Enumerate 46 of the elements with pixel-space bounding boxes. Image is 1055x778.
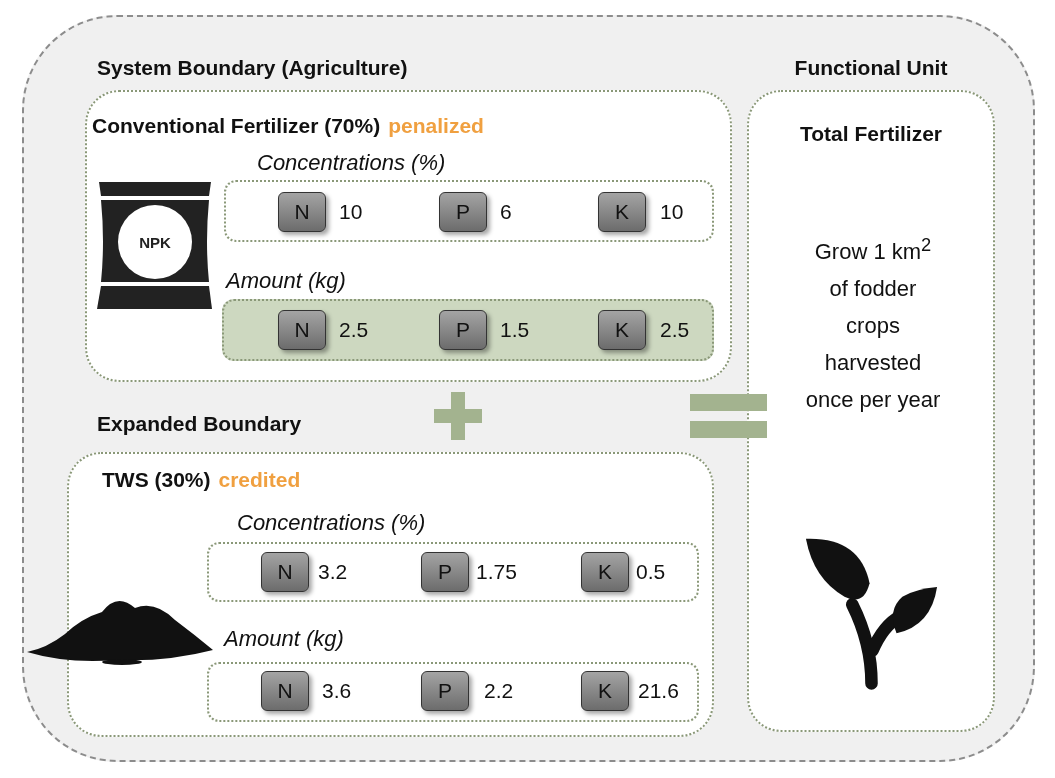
row-heading: Concentrations (%): [257, 150, 446, 176]
panel-title: Conventional Fertilizer (70%): [92, 114, 381, 138]
row-heading: Amount (kg): [226, 268, 346, 294]
functional-unit-panel: [747, 90, 995, 732]
nutrient-row: [224, 180, 714, 242]
row-heading: Concentrations (%): [237, 510, 426, 536]
nutrient-key: K: [598, 192, 646, 232]
nutrient-value: 0.5: [636, 560, 666, 584]
system-boundary-box: [22, 15, 1035, 762]
nutrient-key: N: [261, 552, 309, 592]
nutrient-value: 10: [339, 200, 363, 224]
nutrient-value: 3.6: [322, 679, 352, 703]
nutrient-row: [207, 542, 699, 602]
row-heading: Amount (kg): [224, 626, 344, 652]
nutrient-value: 2.5: [660, 318, 690, 342]
fertilizer-panel: [85, 90, 732, 382]
nutrient-value: 2.2: [484, 679, 514, 703]
nutrient-key: N: [261, 671, 309, 711]
boundary-heading: Expanded Boundary: [97, 412, 302, 436]
nutrient-key: K: [598, 310, 646, 350]
nutrient-key: K: [581, 671, 629, 711]
status-tag: penalized: [388, 114, 484, 138]
status-tag: credited: [218, 468, 301, 492]
panel-title: TWS (30%): [102, 468, 211, 492]
nutrient-key: K: [581, 552, 629, 592]
nutrient-row: [207, 662, 699, 722]
panel-title: Total Fertilizer: [800, 122, 942, 146]
nutrient-value: 6: [500, 200, 512, 224]
nutrient-value: 3.2: [318, 560, 348, 584]
nutrient-value: 1.75: [476, 560, 517, 584]
nutrient-value: 1.5: [500, 318, 530, 342]
boundary-heading: System Boundary (Agriculture): [97, 56, 408, 80]
nutrient-key: P: [439, 192, 487, 232]
boundary-heading: Functional Unit: [794, 56, 948, 80]
nutrient-key: P: [421, 671, 469, 711]
unit-description: Grow 1 km$^{2}$ of fodder crops harvested once per year: [804, 233, 942, 415]
nutrient-key: N: [278, 192, 326, 232]
nutrient-value: 10: [660, 200, 684, 224]
bag-label: NPK: [139, 233, 171, 251]
nutrient-key: N: [278, 310, 326, 350]
nutrient-value: 2.5: [339, 318, 369, 342]
nutrient-value: 21.6: [638, 679, 679, 703]
nutrient-key: P: [439, 310, 487, 350]
nutrient-row: [222, 299, 714, 361]
fertilizer-panel: [67, 452, 714, 737]
nutrient-key: P: [421, 552, 469, 592]
